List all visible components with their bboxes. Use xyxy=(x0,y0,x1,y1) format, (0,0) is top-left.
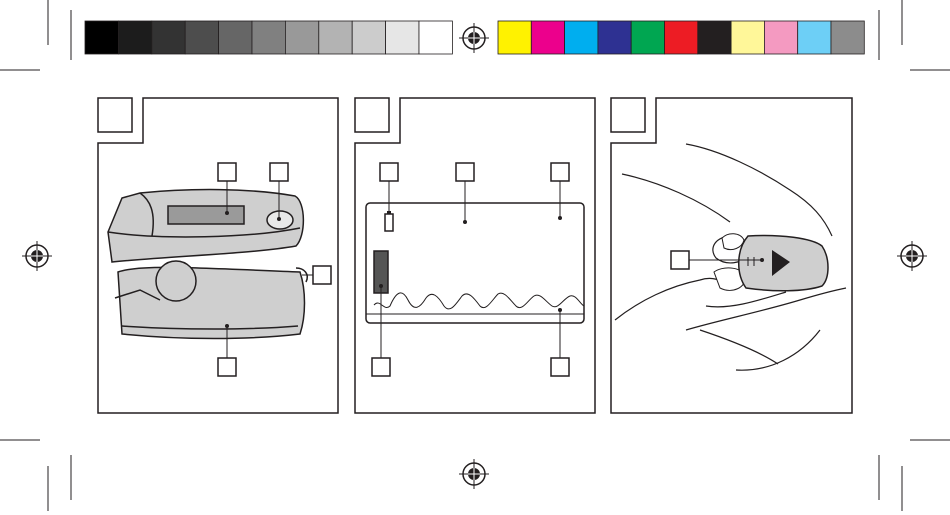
callout-dot xyxy=(760,258,764,262)
callout-dot xyxy=(558,216,562,220)
gray-swatch-7 xyxy=(319,21,352,54)
color-swatch-5 xyxy=(665,21,698,54)
callout-box-battery xyxy=(380,163,398,181)
registration-mark-bottom xyxy=(459,459,489,489)
color-swatch-1 xyxy=(531,21,564,54)
plethysmogram-waveform xyxy=(374,293,584,309)
gray-swatch-5 xyxy=(252,21,285,54)
callout-box-finger-insertion xyxy=(671,251,689,269)
callout-box-waveform xyxy=(551,358,569,376)
grayscale-color-bar xyxy=(85,21,452,54)
hand-lower-finger-contour xyxy=(736,330,820,370)
gray-swatch-9 xyxy=(386,21,419,54)
color-swatch-2 xyxy=(565,21,598,54)
panel-2-display-detail xyxy=(355,98,595,413)
hand-index-finger-contour xyxy=(622,174,730,222)
battery-icon xyxy=(385,214,393,231)
gray-swatch-3 xyxy=(185,21,218,54)
panel-1-device-overview xyxy=(98,98,338,413)
gray-swatch-10 xyxy=(419,21,452,54)
gray-swatch-0 xyxy=(85,21,118,54)
color-swatch-3 xyxy=(598,21,631,54)
callout-box-lanyard-eyelet xyxy=(313,266,331,284)
hand-palm-contour-bottom xyxy=(686,288,846,330)
panel-1-number-box xyxy=(98,98,132,132)
callout-dot xyxy=(277,217,281,221)
callout-box-pulse-rate xyxy=(551,163,569,181)
device-display-window xyxy=(168,206,244,224)
hand-back-contour xyxy=(686,144,832,236)
callout-box-display xyxy=(218,163,236,181)
color-swatch-8 xyxy=(764,21,797,54)
callout-dot xyxy=(463,220,467,224)
battery-terminal xyxy=(387,211,391,214)
color-swatch-0 xyxy=(498,21,531,54)
registration-mark-right xyxy=(897,241,927,271)
gray-swatch-4 xyxy=(219,21,252,54)
callout-dot xyxy=(558,308,562,312)
callout-dot xyxy=(379,284,383,288)
panel-3-number-box xyxy=(611,98,645,132)
color-swatch-6 xyxy=(698,21,731,54)
gray-swatch-8 xyxy=(352,21,385,54)
device-hinge-button xyxy=(156,261,196,301)
color-swatch-9 xyxy=(798,21,831,54)
registration-mark-left xyxy=(22,241,52,271)
callout-box-housing xyxy=(218,358,236,376)
gray-swatch-2 xyxy=(152,21,185,54)
callout-dot xyxy=(225,211,229,215)
registration-mark-top xyxy=(459,23,489,53)
panel-2-number-box xyxy=(355,98,389,132)
callout-box-spo2-value xyxy=(456,163,474,181)
process-color-bar xyxy=(498,21,864,54)
hand-wrist-contour xyxy=(700,330,778,364)
color-swatch-7 xyxy=(731,21,764,54)
hand-palm-contour-lower xyxy=(615,278,728,320)
color-swatch-10 xyxy=(831,21,864,54)
color-swatch-4 xyxy=(631,21,664,54)
callout-dot xyxy=(225,324,229,328)
gray-swatch-1 xyxy=(118,21,151,54)
panel-3-usage xyxy=(611,98,852,413)
callout-box-pulse-bar xyxy=(372,358,390,376)
callout-box-power-button xyxy=(270,163,288,181)
hand-crease xyxy=(706,292,786,307)
gray-swatch-6 xyxy=(285,21,318,54)
